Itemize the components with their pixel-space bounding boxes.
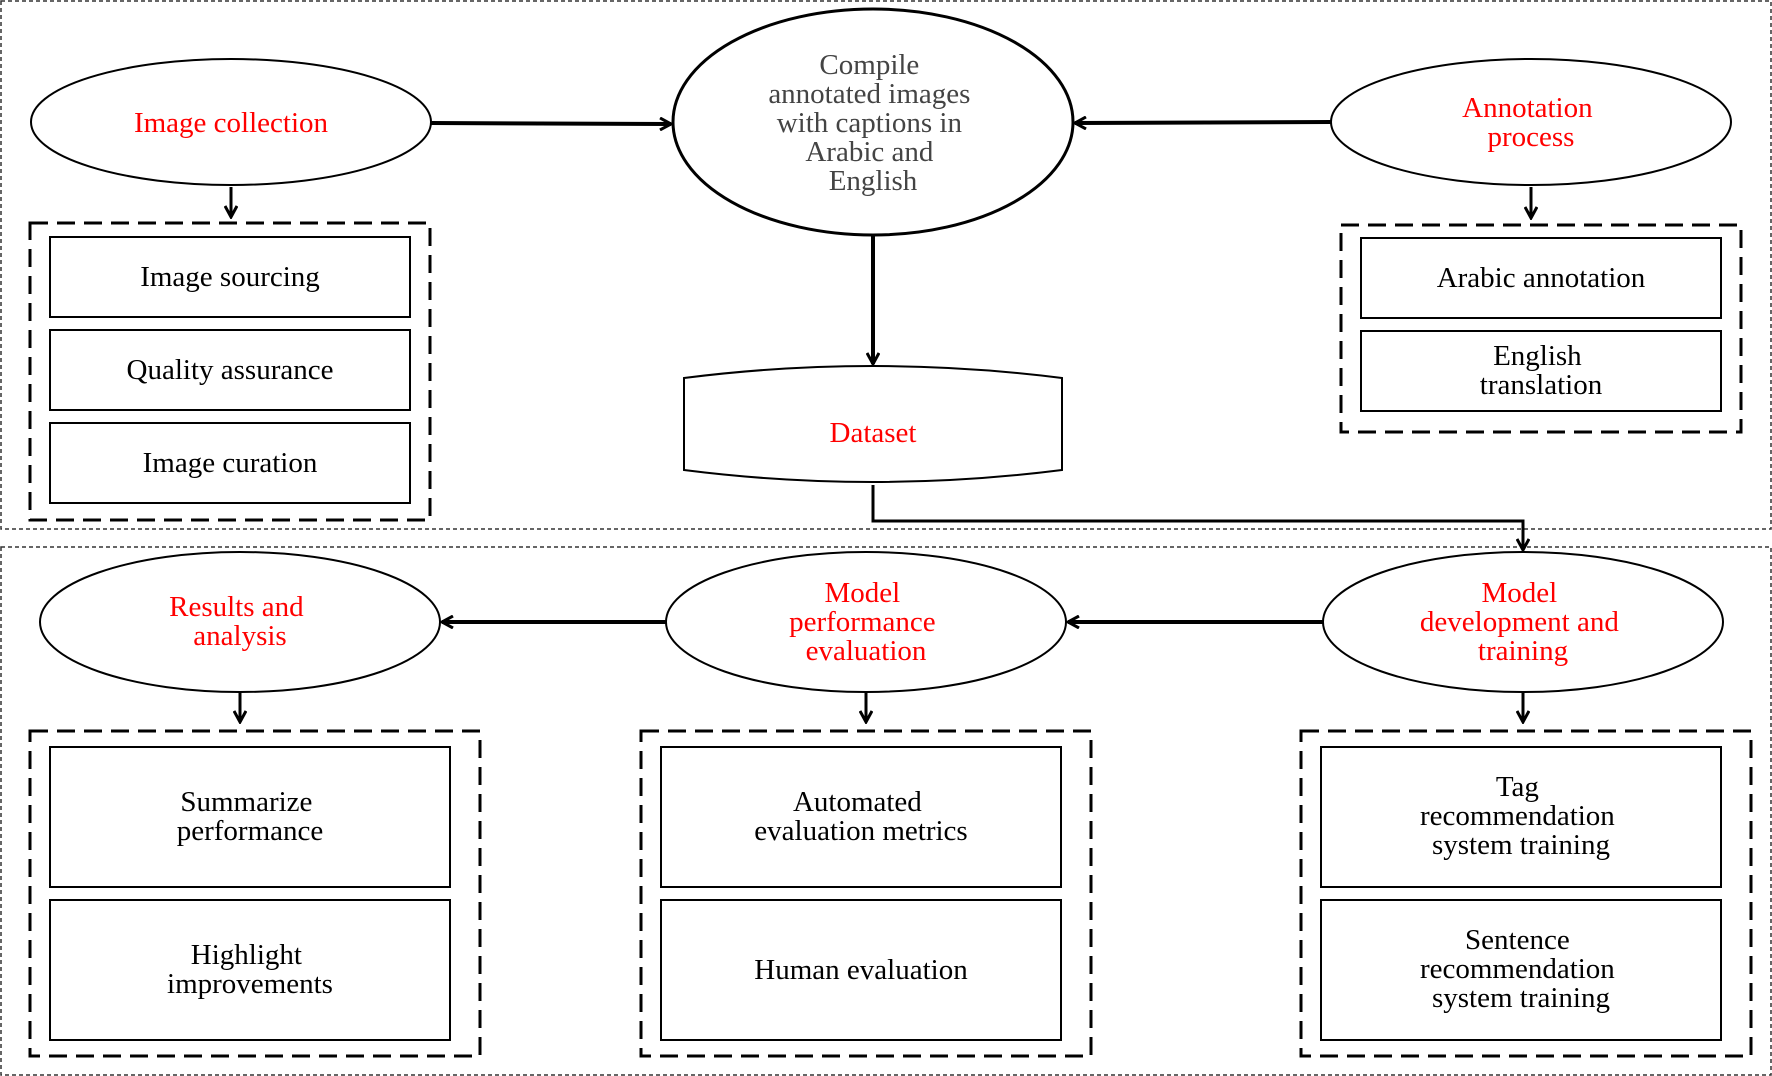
model-development-title-line-2: development and [1420, 606, 1619, 638]
human-evaluation-label-line: Human evaluation [754, 954, 968, 986]
automated-metrics-label: Automated evaluation metrics [754, 786, 967, 847]
english-translation-box [1360, 330, 1722, 412]
results-group [28, 729, 482, 1058]
automated-metrics-box [660, 746, 1062, 888]
model-evaluation-title-line-3: evaluation [806, 635, 927, 667]
highlight-improvements-label-line-2: improvements [167, 968, 333, 1000]
human-evaluation-box [660, 899, 1062, 1041]
image-sourcing-box [49, 236, 411, 318]
english-translation-label: English translation [1480, 340, 1603, 401]
model-evaluation-title: Model performance evaluation [789, 577, 943, 667]
image-curation-label-line: Image curation [143, 447, 318, 479]
annotation-process-title: Annotation process [1462, 92, 1600, 153]
top-section-border [0, 0, 1772, 530]
arabic-annotation-label: Arabic annotation [1437, 262, 1646, 294]
bottom-section-border [0, 546, 1772, 1076]
image-collection-node [30, 58, 432, 186]
arabic-annotation-box [1360, 237, 1722, 319]
sentence-recommendation-label-line-1: Sentence [1465, 924, 1570, 956]
sentence-recommendation-box [1320, 899, 1722, 1041]
summarize-performance-label-line-2: performance [177, 815, 324, 847]
quality-assurance-box [49, 329, 411, 411]
image-collection-group [28, 221, 432, 522]
english-translation-label-line-2: translation [1480, 369, 1603, 401]
sentence-recommendation-label-line-3: system training [1432, 982, 1610, 1014]
annotation-process-node [1330, 58, 1732, 186]
compile-label-line-5: English [829, 165, 918, 197]
summarize-performance-box [49, 746, 451, 888]
highlight-improvements-label: Highlight improvements [167, 939, 333, 1000]
collection-to-compile-arrow [430, 123, 671, 124]
tag-recommendation-label: Tag recommendation system training [1420, 771, 1622, 861]
automated-metrics-label-line-2: evaluation metrics [754, 815, 967, 847]
dataset-node [683, 365, 1063, 483]
tag-recommendation-box [1320, 746, 1722, 888]
tag-recommendation-label-line-3: system training [1432, 829, 1610, 861]
annotation-to-compile-arrow [1075, 122, 1332, 123]
results-analysis-title-line-2: analysis [193, 620, 286, 652]
image-curation-label: Image curation [143, 447, 318, 479]
annotation-group [1339, 223, 1743, 434]
dataset-to-development-connector [871, 485, 1523, 550]
highlight-improvements-box [49, 899, 451, 1041]
image-curation-box [49, 422, 411, 504]
english-translation-label-line-1: English [1493, 340, 1582, 372]
arabic-annotation-label-line: Arabic annotation [1437, 262, 1646, 294]
sentence-recommendation-label-line-2: recommendation [1420, 953, 1615, 985]
model-evaluation-title-line-1: Model [825, 577, 901, 609]
compile-label-line-4: Arabic and [805, 136, 934, 168]
results-analysis-title: Results and analysis [169, 591, 311, 652]
dataset-label: Dataset [830, 417, 917, 449]
annotation-process-title-line-1: Annotation [1462, 92, 1593, 124]
compile-label-line-1: Compile [819, 49, 919, 81]
image-collection-title: Image collection [134, 107, 329, 139]
quality-assurance-label: Quality assurance [127, 354, 334, 386]
annotation-process-title-line-2: process [1488, 121, 1575, 153]
compile-label-line-2: annotated images [768, 78, 970, 110]
model-development-title-line-1: Model [1482, 577, 1558, 609]
image-collection-title-line: Image collection [134, 107, 329, 139]
compile-label: Compile annotated images with captions i… [768, 49, 977, 197]
compile-label-line-3: with captions in [777, 107, 963, 139]
highlight-improvements-label-line-1: Highlight [191, 939, 302, 971]
tag-recommendation-label-line-2: recommendation [1420, 800, 1615, 832]
sentence-recommendation-label: Sentence recommendation system training [1420, 924, 1622, 1014]
image-sourcing-label-line: Image sourcing [140, 261, 320, 293]
tag-recommendation-label-line-1: Tag [1496, 771, 1539, 803]
model-development-title-line-3: training [1478, 635, 1568, 667]
summarize-performance-label-line-1: Summarize [180, 786, 312, 818]
development-group [1299, 729, 1753, 1058]
image-sourcing-label: Image sourcing [140, 261, 320, 293]
model-development-title: Model development and training [1420, 577, 1626, 667]
summarize-performance-label: Summarize performance [177, 786, 324, 847]
results-analysis-title-line-1: Results and [169, 591, 304, 623]
model-evaluation-title-line-2: performance [789, 606, 936, 638]
evaluation-group [639, 729, 1093, 1058]
automated-metrics-label-line-1: Automated [793, 786, 922, 818]
human-evaluation-label: Human evaluation [754, 954, 968, 986]
dataset-label-line: Dataset [830, 417, 917, 449]
quality-assurance-label-line: Quality assurance [127, 354, 334, 386]
